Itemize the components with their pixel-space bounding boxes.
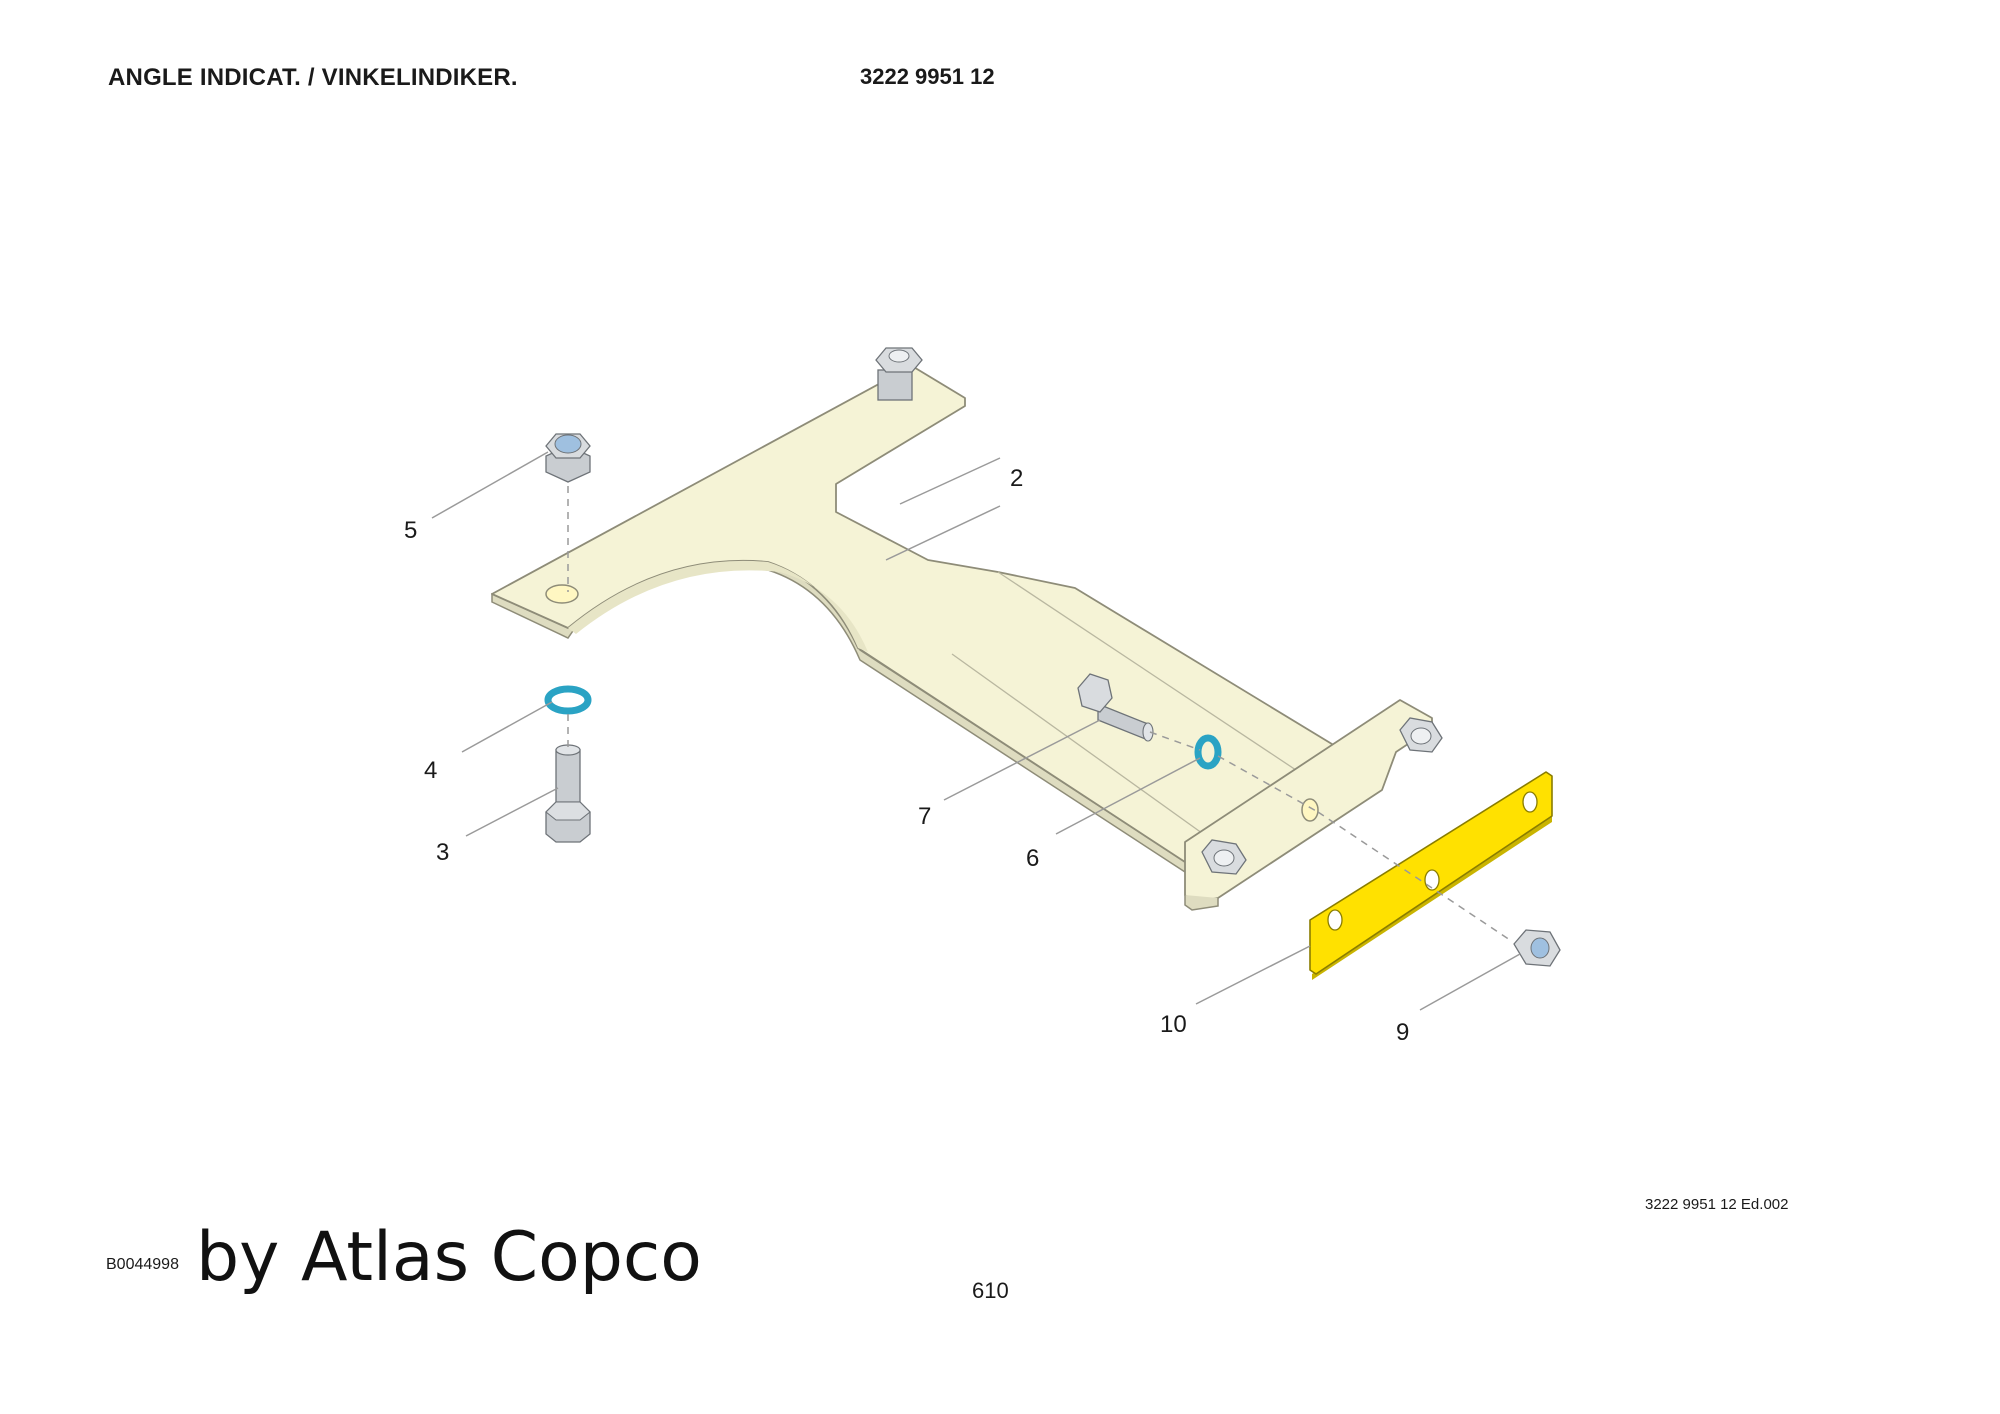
bolt-3 (545, 744, 591, 843)
callout-3: 3 (436, 839, 449, 866)
callout-6: 6 (1026, 845, 1039, 872)
brand-text: by Atlas Copco (196, 1218, 702, 1297)
lock-nut-9 (1513, 929, 1561, 967)
bolt-7 (1077, 673, 1154, 742)
lock-nut-5 (545, 433, 591, 483)
indicator-plate-10 (1309, 771, 1553, 980)
callout-4: 4 (424, 757, 437, 784)
callout-2: 2 (1010, 465, 1023, 492)
page-title: ANGLE INDICAT. / VINKELINDIKER. (108, 64, 518, 91)
washer-4 (544, 685, 592, 715)
flange-nut-upper (1399, 717, 1443, 753)
callout-10: 10 (1160, 1011, 1187, 1038)
callout-7: 7 (918, 803, 931, 830)
callout-9: 9 (1396, 1019, 1409, 1046)
callout-5: 5 (404, 517, 417, 544)
drawing-id: B0044998 (106, 1256, 179, 1273)
flange-nut-lower (1201, 839, 1247, 875)
bracket-part (491, 365, 1433, 911)
page-number: 610 (972, 1278, 1009, 1303)
washer-6 (1194, 734, 1222, 770)
part-number: 3222 9951 12 (860, 64, 995, 89)
top-bolt-nut (875, 347, 923, 401)
edition-label: 3222 9951 12 Ed.002 (1645, 1196, 1789, 1213)
